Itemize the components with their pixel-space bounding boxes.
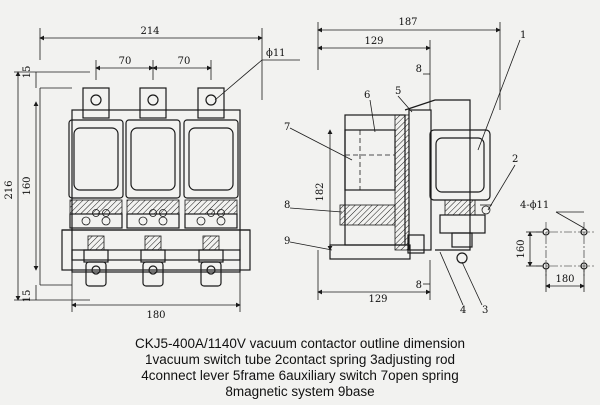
dim-front-height-overall: 216 (4, 180, 15, 199)
dim-front-margin-bottom: 15 (22, 290, 33, 303)
callout-2: 2 (512, 154, 518, 165)
callout-3: 3 (482, 305, 488, 316)
mounting-view: 4-ϕ11 160 180 (516, 200, 594, 292)
dim-front-base-width: 180 (146, 310, 165, 321)
side-view: 187 129 8 182 129 8 (284, 17, 526, 316)
callout-9: 9 (284, 236, 290, 247)
caption-title: CKJ5-400A/1140V vacuum contactor outline… (135, 336, 465, 351)
callout-7: 7 (284, 122, 290, 133)
pole-middle (125, 87, 181, 287)
dim-side-depth-bottom: 129 (368, 294, 387, 305)
caption-legend-line-3: 8magnetic system 9base (225, 384, 375, 399)
caption-legend-line-1: 1vacuum switch tube 2contact spring 3adj… (145, 352, 455, 367)
dim-mount-height: 160 (516, 239, 527, 258)
callout-1: 1 (520, 30, 526, 41)
callout-4: 4 (460, 305, 466, 316)
dim-front-pitch-right: 70 (178, 56, 191, 67)
dim-side-overall-depth: 187 (398, 17, 417, 28)
callout-5: 5 (395, 86, 401, 97)
dim-front-pitch-left: 70 (119, 56, 132, 67)
dim-side-offset-top: 8 (416, 64, 422, 75)
dim-front-height-mid: 160 (22, 176, 33, 195)
dim-front-overall-width: 214 (140, 26, 159, 37)
pole-left (68, 87, 124, 287)
caption-legend-line-2: 4connect lever 5frame 6auxiliary switch … (141, 368, 459, 383)
callout-8: 8 (284, 200, 290, 211)
callout-6: 6 (364, 90, 370, 101)
pole-right (183, 87, 239, 287)
dim-front-hole: ϕ11 (266, 48, 286, 59)
dim-front-margin-top: 15 (22, 66, 33, 79)
dim-mount-holes: 4-ϕ11 (520, 200, 549, 211)
dim-side-height: 182 (315, 182, 326, 201)
front-view: 214 70 70 ϕ11 216 160 15 15 (4, 26, 300, 321)
dim-side-offset-bottom: 8 (416, 280, 422, 291)
dim-side-depth-top: 129 (364, 36, 383, 47)
dim-mount-width: 180 (555, 274, 574, 285)
